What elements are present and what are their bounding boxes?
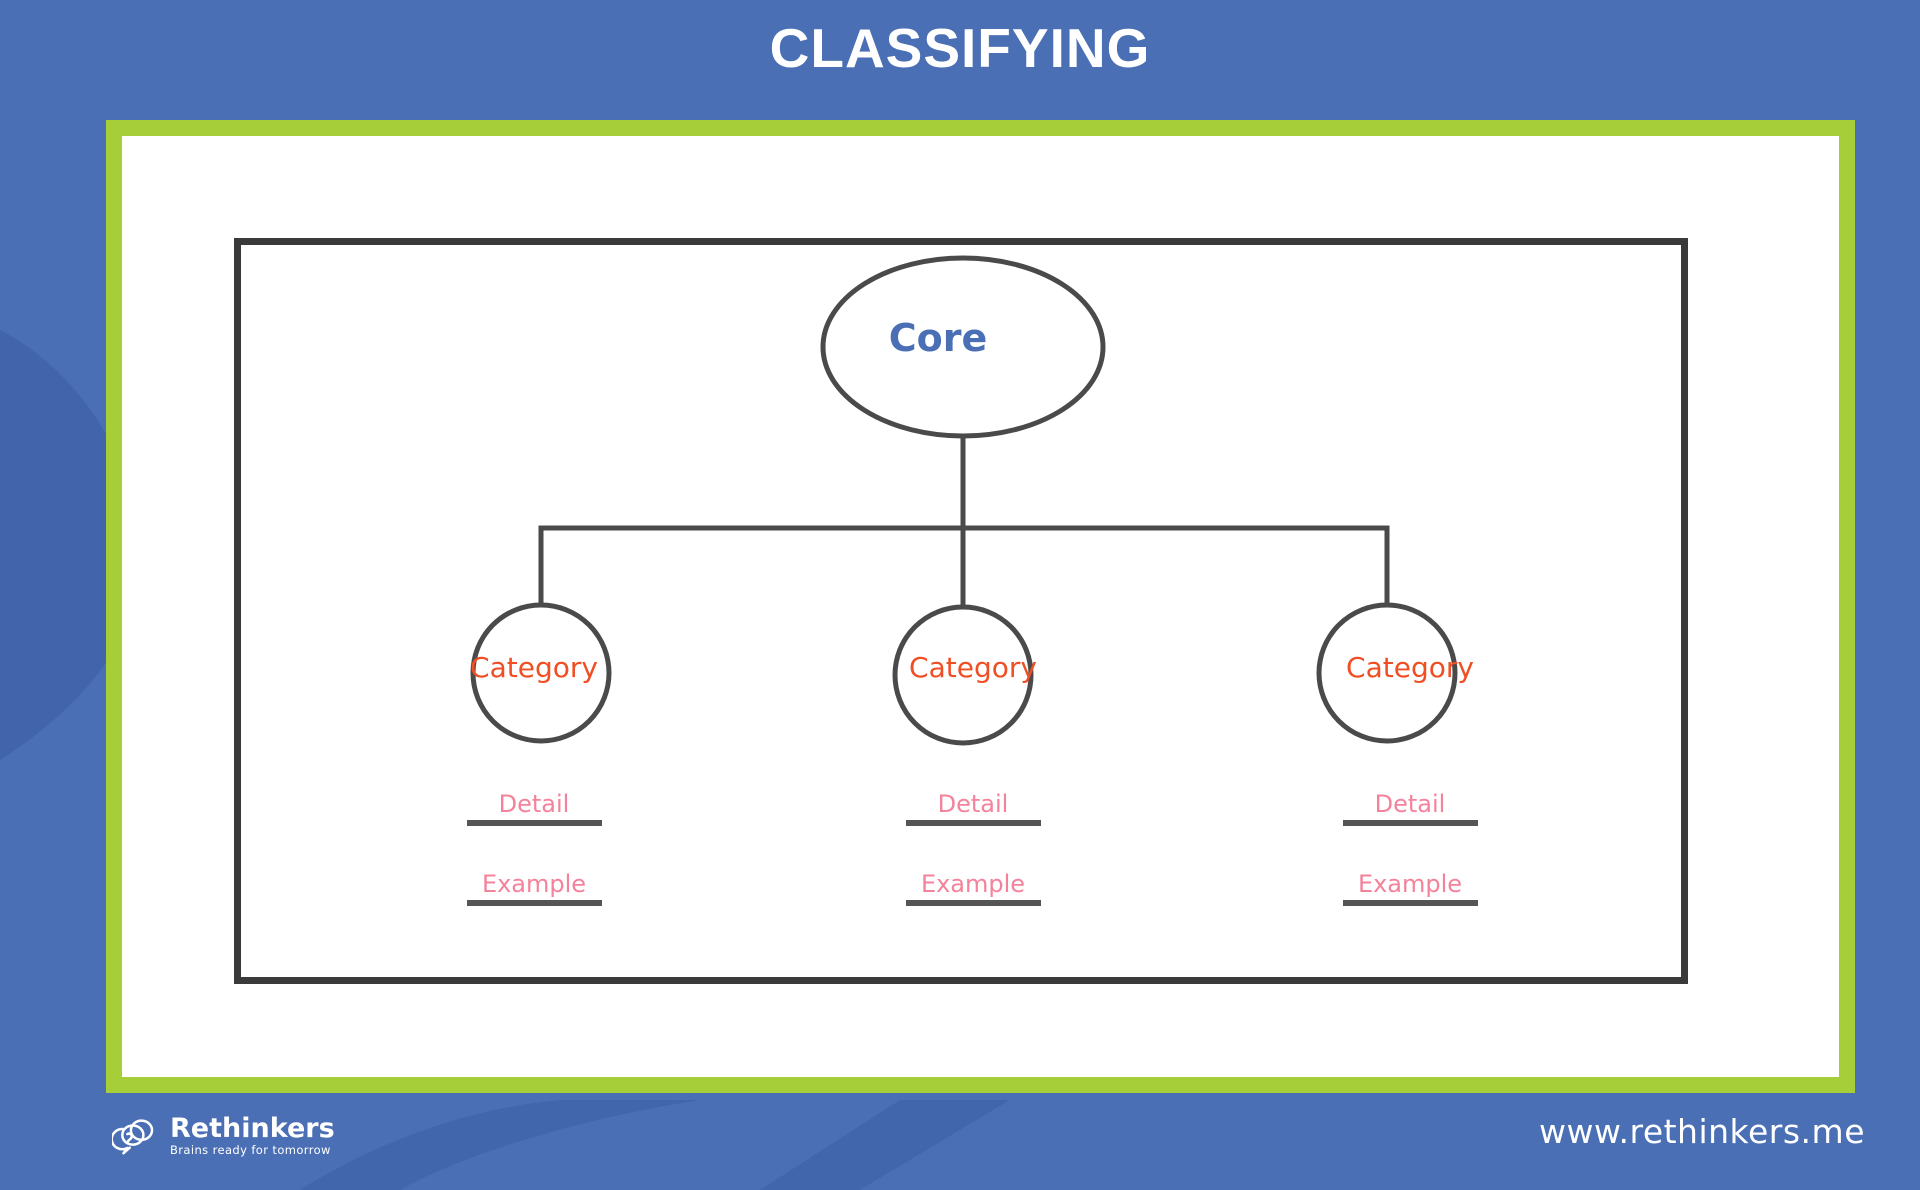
detail-blank-1[interactable]: Detail — [444, 790, 624, 826]
example-write-line[interactable] — [1342, 900, 1478, 906]
example-label: Example — [1357, 870, 1463, 898]
diagram-frame — [234, 238, 1688, 984]
detail-label: Detail — [937, 790, 1009, 818]
example-label: Example — [481, 870, 587, 898]
category-circle-1 — [470, 602, 612, 744]
example-blank-2[interactable]: Example — [883, 870, 1063, 906]
brand-tagline: Brains ready for tomorrow — [170, 1143, 331, 1157]
detail-label: Detail — [498, 790, 570, 818]
detail-write-line[interactable] — [466, 820, 602, 826]
example-blank-1[interactable]: Example — [444, 870, 624, 906]
detail-blank-2[interactable]: Detail — [883, 790, 1063, 826]
detail-label: Detail — [1374, 790, 1446, 818]
example-write-line[interactable] — [905, 900, 1041, 906]
website-url[interactable]: www.rethinkers.me — [1539, 1112, 1865, 1151]
detail-write-line[interactable] — [905, 820, 1041, 826]
example-label: Example — [920, 870, 1026, 898]
detail-write-line[interactable] — [1342, 820, 1478, 826]
category-circle-3 — [1316, 602, 1458, 744]
category-circle-2 — [892, 604, 1034, 746]
brain-bubbles-icon — [110, 1113, 158, 1159]
brand-logo[interactable]: Rethinkers Brains ready for tomorrow — [110, 1113, 335, 1159]
slide-title: CLASSIFYING — [769, 17, 1151, 79]
detail-blank-3[interactable]: Detail — [1320, 790, 1500, 826]
example-write-line[interactable] — [466, 900, 602, 906]
core-ellipse — [820, 255, 1106, 439]
example-blank-3[interactable]: Example — [1320, 870, 1500, 906]
diagram-canvas — [241, 245, 1681, 977]
brand-name: Rethinkers — [170, 1113, 335, 1144]
